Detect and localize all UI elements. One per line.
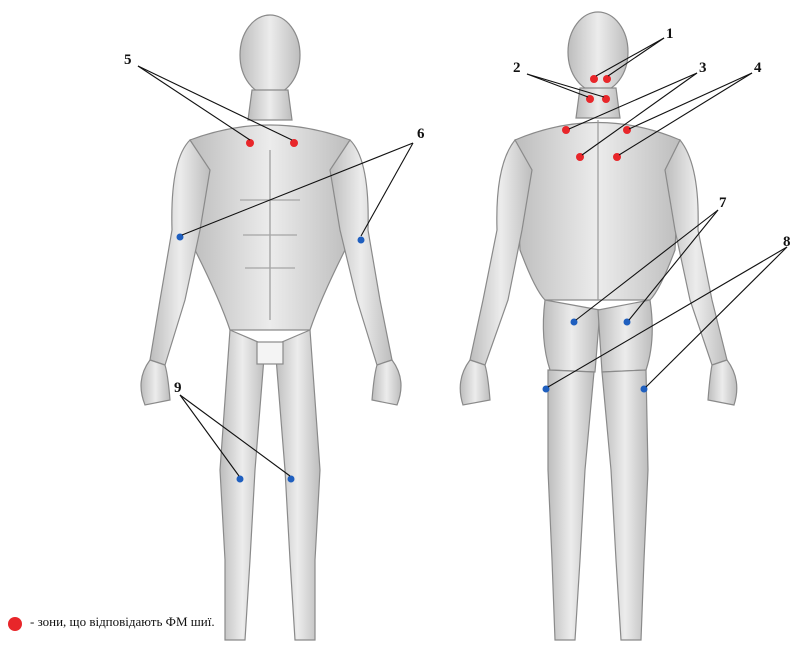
red-zone-point [623,126,631,134]
red-zone-point [246,139,254,147]
blue-zone-point [237,476,244,483]
red-zone-point [562,126,570,134]
label-4: 4 [754,60,762,76]
label-9: 9 [174,380,182,396]
label-5: 5 [124,52,132,68]
red-zone-point [603,75,611,83]
front-body [141,15,401,640]
back-body [460,12,737,640]
red-zone-point [590,75,598,83]
blue-zone-point [358,237,365,244]
label-3: 3 [699,60,707,76]
label-1: 1 [666,26,674,42]
label-6: 6 [417,126,425,142]
label-8: 8 [783,234,791,250]
label-7: 7 [719,195,727,211]
legend-text: - зони, що відповідають ФМ шиї. [30,612,250,632]
blue-zone-point [288,476,295,483]
label-2: 2 [513,60,521,76]
red-dot-icon [8,617,22,631]
